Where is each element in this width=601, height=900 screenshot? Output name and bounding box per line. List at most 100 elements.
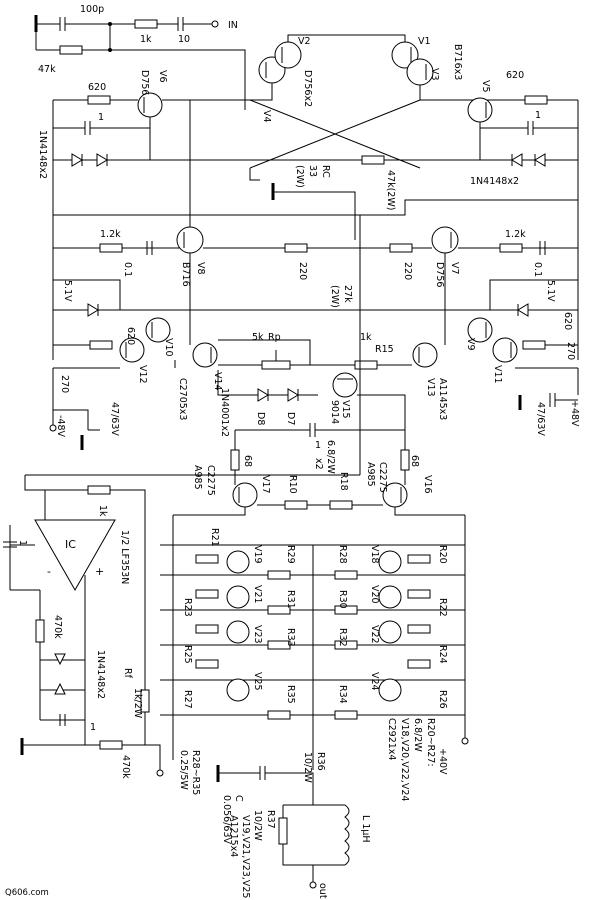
v1-type-label: B716x3 (452, 44, 463, 80)
c1-left-label: 1 (98, 112, 104, 123)
c-value-label: 0.056/63V (221, 795, 232, 844)
ic-label: IC (65, 538, 76, 551)
v22-label: V22 (369, 625, 380, 644)
c2275-left-label: C2275 (205, 465, 216, 496)
r32-label: R32 (337, 628, 348, 647)
v13-label: V13 (425, 378, 436, 397)
r31-label: R31 (285, 590, 296, 609)
a985-left-label: A985 (192, 465, 203, 490)
r23-label: R23 (182, 598, 193, 617)
r620-left-label: 620 (88, 82, 106, 93)
c01-left-label: 0.1 (122, 262, 133, 277)
r12k-left-label: 1.2k (100, 229, 121, 240)
r21-label: R21 (209, 528, 220, 547)
v8-type-label: B716 (180, 262, 191, 287)
v11-label: V11 (492, 365, 503, 384)
v19-label: V19 (252, 545, 263, 564)
rp-value-label: 5k (252, 332, 264, 343)
input-cap2-label: 10 (178, 34, 190, 45)
note6-label: 0.25/5W (178, 750, 189, 790)
input-cap-label: 100p (80, 4, 104, 15)
v16-label: V16 (422, 475, 433, 494)
zener-right-label: 5.1V (545, 280, 556, 302)
input-stage: 100p 1k 10 IN 47k (34, 4, 246, 110)
r29-label: R29 (285, 545, 296, 564)
rf-label: Rf (122, 668, 133, 679)
rc-label: RC (320, 165, 331, 178)
r220-a-label: 220 (297, 262, 308, 280)
output-network: R28~R35 0.25/5W R36 10/2W C 0.056/63V R3… (178, 750, 371, 899)
r27k-watt-label: (2W) (329, 285, 340, 308)
diodes-right-label: 1N4148x2 (470, 176, 519, 187)
diode-type-label: 1N4001x2 (219, 388, 230, 437)
output-transistors: R21 V19 R29 R28 V18 R20 R23 V21 R31 R30 … (160, 528, 469, 801)
v8-label: V8 (195, 262, 206, 275)
differential-stage: V2 V1 D756x2 B716x3 V4 V3 620 1 V6 D756 … (37, 34, 579, 360)
driver-stage: 1.2k 0.1 V8 B716 220 220 V7 D756 1.2k 0.… (49, 226, 580, 451)
r27-label: R27 (182, 690, 193, 709)
v15-label: V15 (340, 400, 351, 419)
r25-label: R25 (182, 645, 193, 664)
cap-1-label: 1 (315, 440, 321, 451)
input-resistor2-label: 47k (38, 64, 56, 75)
output-predriver: 68 68 C2275 A985 V17 V16 C2275 A985 R10 … (172, 430, 466, 760)
a985-right-label: A985 (365, 462, 376, 487)
r620-driver-left-label: 620 (125, 327, 136, 345)
r24-label: R24 (437, 645, 448, 664)
v9-label: V9 (465, 338, 476, 351)
opamp-plus-label: + (95, 565, 104, 578)
d7-label: D7 (285, 412, 296, 425)
v3-label: V3 (429, 68, 440, 81)
v18-label: V18 (369, 545, 380, 564)
r35-label: R35 (285, 685, 296, 704)
r30-label: R30 (337, 590, 348, 609)
v23-label: V23 (252, 625, 263, 644)
r68-left-label: 68 (242, 455, 253, 467)
note1-label: R20~R27: (425, 718, 436, 767)
v6-type-label: D756 (139, 70, 150, 95)
r15-label: R15 (375, 344, 394, 355)
r36-value-label: 10/2W (302, 752, 313, 783)
r12k-right-label: 1.2k (505, 229, 526, 240)
diodes-left-label: 1N4148x2 (37, 130, 48, 179)
note5-label: R28~R35 (190, 750, 201, 795)
r26-label: R26 (437, 690, 448, 709)
note4-label: C2921x4 (386, 718, 397, 760)
r270-right-label: 270 (565, 342, 576, 360)
rc-watt-label: (2W) (294, 165, 305, 188)
op-diodes-label: 1N4148x2 (95, 650, 106, 699)
ic-type-label: 1/2 LF353N (119, 530, 130, 584)
d8-label: D8 (255, 412, 266, 425)
r33-label: R33 (285, 628, 296, 647)
v25-label: V25 (252, 672, 263, 691)
v12-label: V12 (137, 365, 148, 384)
v7-label: V7 (449, 262, 460, 275)
input-resistor-label: 1k (140, 34, 152, 45)
r18-label: R18 (338, 472, 349, 491)
rc-value-label: 33 (307, 165, 318, 177)
c2275-right-label: C2275 (377, 462, 388, 493)
v7-type-label: D756 (434, 262, 445, 287)
v5-label: V5 (480, 80, 491, 93)
op-r1k-label: 1k (97, 505, 108, 517)
op-cap-label: 1 (17, 540, 28, 546)
r28-label: R28 (337, 545, 348, 564)
r620-right-label: 620 (506, 70, 524, 81)
watermark: Q606.com (5, 888, 49, 898)
r-value-label: 6.8/2W (325, 440, 336, 474)
rf-value-label: 1k/2W (132, 688, 143, 719)
r620-driver-right-label: 620 (562, 312, 573, 330)
r68-right-label: 68 (409, 455, 420, 467)
r-x2-label: x2 (313, 458, 324, 470)
r27k-label: 27k (342, 285, 353, 303)
note3-label: V18,V20,V22,V24 (399, 718, 410, 801)
opamp-servo: 1 1k IC 1/2 LF353N - + 470k 1N4148x2 Rf … (3, 215, 361, 779)
inductor-label: L 1μH (360, 815, 371, 843)
cap47-left-label: 47/63V (109, 402, 120, 436)
r15-value-label: 1k (360, 332, 372, 343)
v20-label: V20 (369, 585, 380, 604)
r22-label: R22 (437, 598, 448, 617)
v15-type-label: 9014 (329, 400, 340, 424)
rail-pos-label: +48V (569, 400, 580, 427)
